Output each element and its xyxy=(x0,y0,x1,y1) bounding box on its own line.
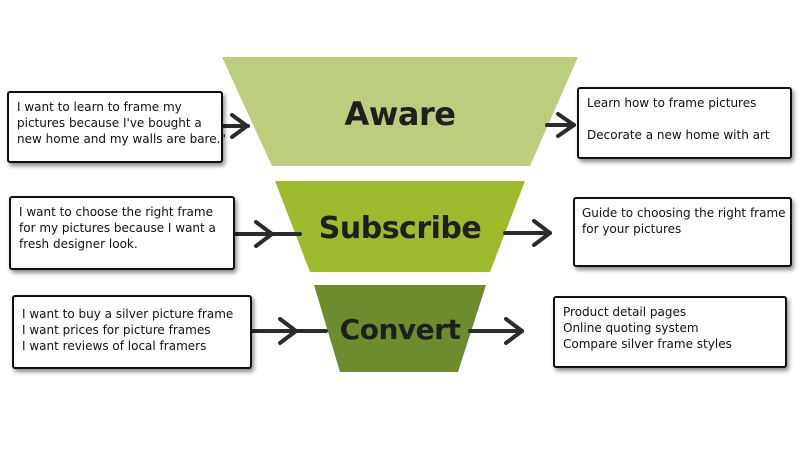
convert-need-box: I want to buy a silver picture frame I w… xyxy=(12,295,252,369)
aware-need-line: new home and my walls are bare." xyxy=(17,132,226,146)
subscribe-need-line: fresh designer look. xyxy=(19,237,138,251)
convert-content-line: Online quoting system xyxy=(563,321,699,335)
aware-need-line: pictures because I've bought a xyxy=(17,116,202,130)
arrow-convert-right xyxy=(468,317,524,345)
aware-need-box: I want to learn to frame my pictures bec… xyxy=(7,91,226,163)
subscribe-need-box: I want to choose the right frame for my … xyxy=(9,196,235,270)
stage-label-aware: Aware xyxy=(345,95,456,133)
stage-label-subscribe: Subscribe xyxy=(319,211,481,246)
arrow-aware-right xyxy=(545,112,576,138)
arrow-subscribe-right xyxy=(503,219,552,247)
subscribe-need-line: for my pictures because I want a xyxy=(19,221,216,235)
convert-need-line: I want to buy a silver picture frame xyxy=(22,307,234,321)
subscribe-content-line: Guide to choosing the right frame xyxy=(582,206,786,220)
arrow-aware-left xyxy=(222,113,250,139)
arrow-subscribe-left xyxy=(234,220,302,248)
funnel-stage-aware xyxy=(222,57,578,166)
aware-need-line: I want to learn to frame my xyxy=(17,100,182,114)
stage-label-convert: Convert xyxy=(340,313,461,346)
subscribe-need-line: I want to choose the right frame xyxy=(19,205,213,219)
funnel-stage-subscribe xyxy=(275,181,525,272)
convert-need-line: I want prices for picture frames xyxy=(22,323,211,337)
subscribe-content-box: Guide to choosing the right frame for yo… xyxy=(573,197,792,267)
arrow-convert-left xyxy=(250,317,328,345)
convert-content-box: Product detail pages Online quoting syst… xyxy=(553,296,787,368)
convert-content-line: Product detail pages xyxy=(563,305,687,319)
convert-content-line: Compare silver frame styles xyxy=(563,337,732,351)
aware-content-box: Learn how to frame pictures Decorate a n… xyxy=(577,87,792,159)
funnel-stage-convert xyxy=(314,285,486,372)
aware-content-line: Decorate a new home with art xyxy=(587,128,770,142)
aware-content-spacer xyxy=(587,111,782,127)
convert-need-line: I want reviews of local framers xyxy=(22,339,207,353)
subscribe-content-line: for your pictures xyxy=(582,222,682,236)
aware-content-line: Learn how to frame pictures xyxy=(587,96,757,110)
